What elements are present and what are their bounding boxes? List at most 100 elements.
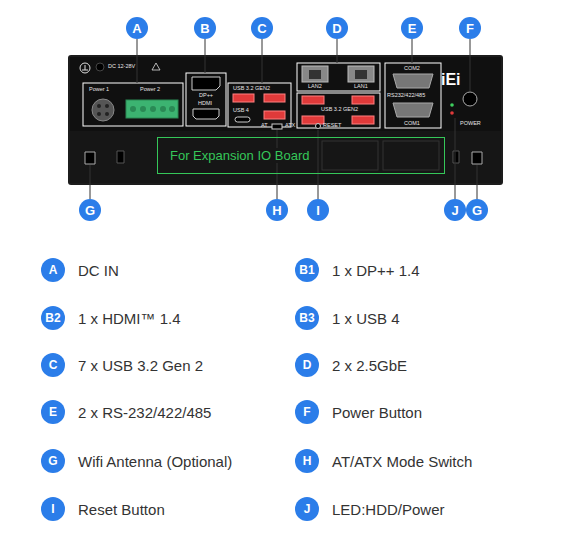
usb-group-left bbox=[264, 94, 285, 102]
panel-marking: AT bbox=[261, 123, 268, 129]
callout-circle: J bbox=[444, 199, 466, 221]
usb-group-middle bbox=[297, 93, 380, 128]
expansion-slots bbox=[322, 141, 378, 170]
usb-group-middle bbox=[302, 116, 324, 124]
legend-row: B2 1 x HDMI™ 1.4 bbox=[41, 306, 181, 330]
video-group bbox=[186, 73, 226, 126]
dc-in-group bbox=[140, 106, 146, 112]
leader-lines bbox=[455, 118, 456, 199]
legend-row: E 2 x RS-232/422/485 bbox=[41, 400, 211, 424]
legend-row: D 2 x 2.5GbE bbox=[295, 353, 407, 377]
expansion-slots bbox=[322, 141, 439, 170]
callout-letter: J bbox=[451, 203, 458, 218]
callout-circle: A bbox=[126, 17, 148, 39]
callout-letter: D bbox=[295, 353, 319, 377]
antenna-connectors bbox=[117, 151, 124, 163]
chassis bbox=[70, 57, 501, 131]
callout-letter: B2 bbox=[41, 306, 65, 330]
usb-group-middle bbox=[297, 93, 380, 128]
panel-marking: ATX bbox=[285, 123, 295, 129]
leader-lines bbox=[412, 39, 413, 63]
chassis bbox=[70, 131, 501, 183]
antenna-connectors bbox=[472, 152, 482, 164]
lan-group bbox=[355, 70, 367, 79]
callout-letter: B1 bbox=[295, 258, 319, 282]
status-leds bbox=[450, 111, 454, 115]
part-description: AT/ATX Mode Switch bbox=[332, 453, 472, 470]
callout-letter: E bbox=[41, 400, 65, 424]
part-description: 1 x HDMI™ 1.4 bbox=[78, 310, 181, 327]
warning-icon bbox=[152, 63, 160, 70]
panel-marking: USB 4 bbox=[233, 108, 249, 114]
callout-letter: A bbox=[41, 258, 65, 282]
legend-row: GWifi Antenna (Optional) bbox=[41, 449, 232, 473]
lan-group bbox=[297, 63, 380, 91]
callout-letter: J bbox=[295, 497, 319, 521]
ground-symbol bbox=[82, 70, 88, 71]
callout-circle: I bbox=[307, 199, 329, 221]
part-description: 2 x RS-232/422/485 bbox=[78, 404, 211, 421]
callout-letter: C bbox=[257, 21, 266, 36]
callout-letter: G bbox=[41, 449, 65, 473]
panel-marking: Power 1 bbox=[89, 87, 109, 93]
dc-in-group bbox=[126, 100, 178, 118]
callout-circle: G bbox=[79, 199, 101, 221]
mode-switch bbox=[316, 124, 321, 129]
callout-letter: F bbox=[466, 21, 474, 36]
dc-in-group bbox=[92, 99, 114, 121]
legend-row: FPower Button bbox=[295, 400, 422, 424]
usb-group-middle bbox=[352, 116, 374, 124]
leader-lines bbox=[470, 39, 471, 91]
com-group bbox=[385, 63, 441, 128]
part-description: 7 x USB 3.2 Gen 2 bbox=[78, 357, 203, 374]
leader-lines bbox=[137, 39, 138, 83]
legend-row: A DC IN bbox=[41, 258, 119, 282]
chassis bbox=[68, 55, 503, 185]
panel-marking: Power 2 bbox=[140, 87, 160, 93]
dc-in-group bbox=[97, 112, 101, 116]
callout-letter: B3 bbox=[295, 306, 319, 330]
leader-lines bbox=[337, 39, 338, 63]
usb-group-left bbox=[264, 111, 285, 119]
leader-lines bbox=[90, 39, 477, 199]
dc-in-group bbox=[130, 106, 136, 112]
ground-symbol bbox=[80, 63, 90, 73]
callout-letter: E bbox=[408, 21, 417, 36]
legend-row: B3 1 x USB 4 bbox=[295, 306, 400, 330]
video-group bbox=[192, 77, 220, 90]
ground-symbol bbox=[96, 63, 104, 71]
dc-in-group bbox=[97, 104, 101, 108]
callout-letter: G bbox=[85, 203, 95, 218]
callout-circle: F bbox=[459, 17, 481, 39]
callout-circle: B bbox=[194, 17, 216, 39]
dc-in-group bbox=[160, 106, 166, 112]
usb-group-left bbox=[233, 94, 254, 102]
part-description: DC IN bbox=[78, 262, 119, 279]
callout-letter: F bbox=[295, 400, 319, 424]
lan-group bbox=[348, 66, 374, 82]
part-description: Reset Button bbox=[78, 501, 165, 518]
part-description: 2 x 2.5GbE bbox=[332, 357, 407, 374]
antenna-connectors bbox=[85, 152, 95, 164]
video-group bbox=[186, 73, 226, 126]
lan-group bbox=[297, 63, 380, 91]
dc-in-group bbox=[83, 83, 183, 126]
lan-group bbox=[302, 66, 328, 82]
panel-marking: POWER bbox=[460, 121, 481, 127]
panel-marking: iEi bbox=[441, 72, 461, 88]
usb-group-middle bbox=[302, 96, 324, 104]
legend-row: B11 x DP++ 1.4 bbox=[295, 258, 420, 282]
legend-row: H AT/ATX Mode Switch bbox=[295, 449, 472, 473]
callout-letter: C bbox=[41, 353, 65, 377]
part-description: LED:HDD/Power bbox=[332, 501, 445, 518]
usb-group-left bbox=[228, 83, 291, 127]
callout-circle: E bbox=[401, 17, 423, 39]
part-description: 1 x USB 4 bbox=[332, 310, 400, 327]
warning-icon bbox=[152, 63, 160, 70]
expansion-slot-box: For Expansion IO Board bbox=[157, 137, 445, 174]
callout-letter: H bbox=[295, 449, 319, 473]
usb-group-left bbox=[228, 83, 291, 127]
box-label: For Expansion IO Board bbox=[168, 148, 311, 163]
panel-marking: COM2 bbox=[404, 66, 420, 72]
